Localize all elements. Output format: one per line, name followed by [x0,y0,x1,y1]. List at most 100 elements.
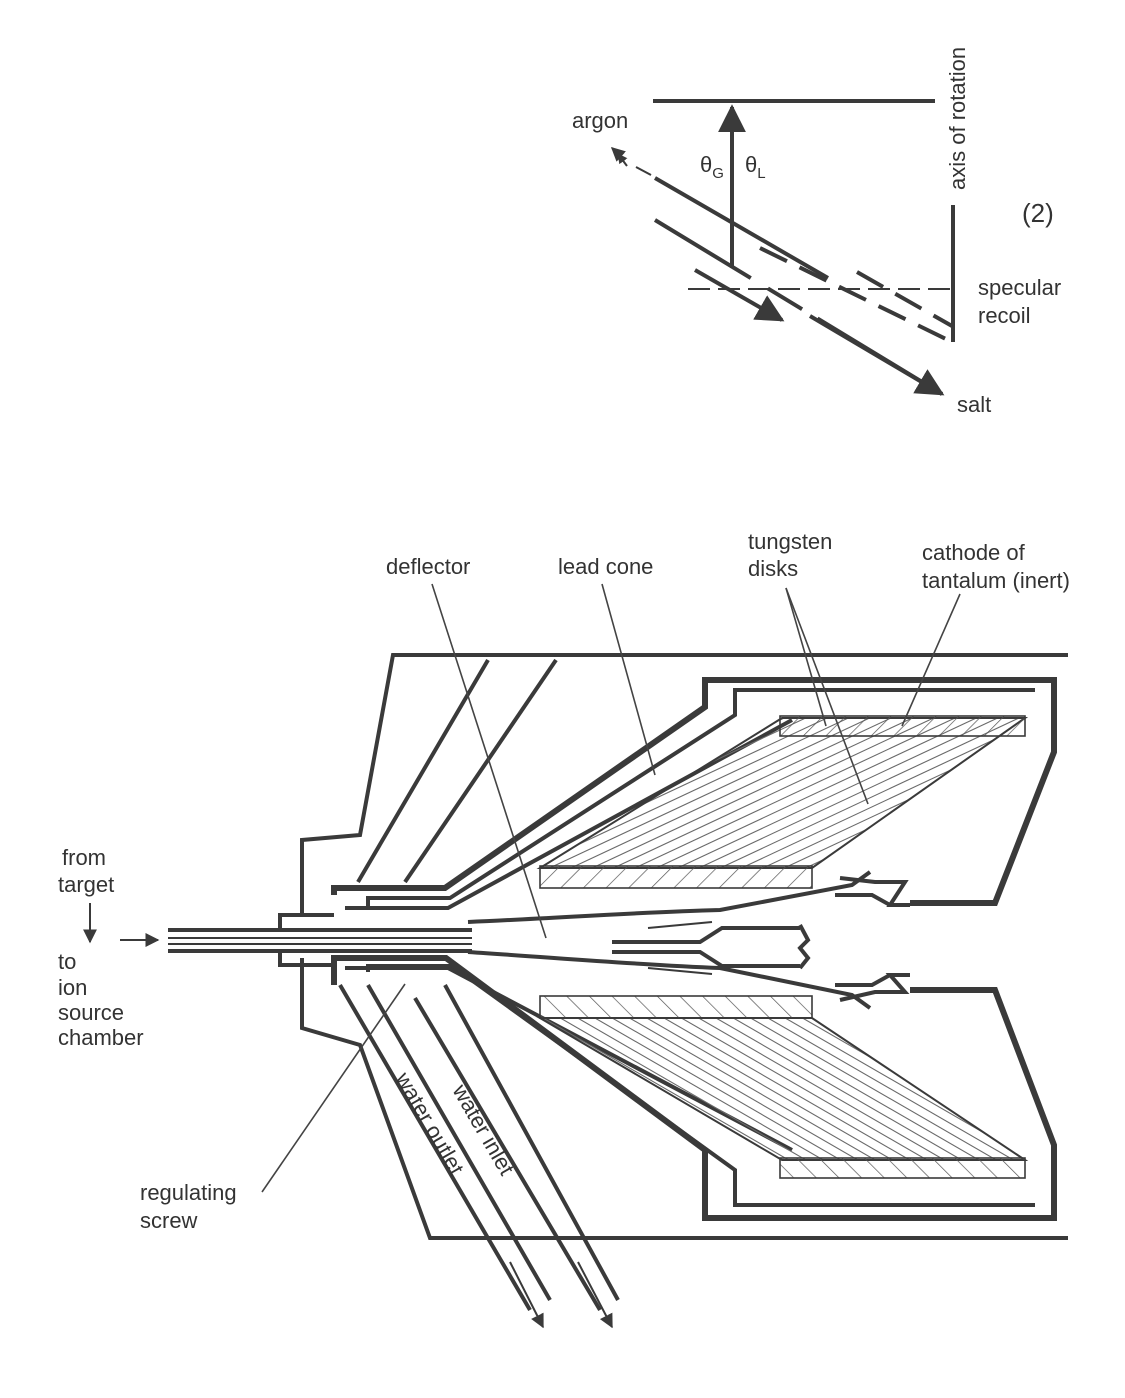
outer-housing-bottom [300,958,1068,1240]
recoil-arrow-line [694,268,785,322]
tungsten-disk-line [540,718,1025,868]
exit-fork-bottom-2 [835,973,891,987]
tungsten-disk-line [540,718,1025,868]
water-inlet-tube-outer [413,996,602,1312]
tungsten-disk-line [540,1018,1025,1160]
cathode-bar-top-left [539,865,813,889]
tungsten-leader-2 [785,587,869,805]
deflector-top-contour [467,870,872,924]
tungsten-disk-line [460,610,1100,980]
exit-fork-bottom [839,973,910,1002]
tungsten-disk-line [540,1018,1025,1160]
inner-liner-top [366,688,1035,910]
scattering-geometry-diagram: argon θG θL axis of rotation (2) specula… [572,47,1061,417]
exit-fork-top-2 [835,893,891,907]
argon-arrow-2 [617,153,628,167]
tungsten-disk-line [540,718,1025,868]
chamber-label: chamber [58,1025,144,1050]
cathode-label: cathode of [922,540,1026,565]
inner-chamber-bottom [331,955,1057,1221]
exit-port-right [797,924,811,970]
tungsten-disk-line [540,1018,1025,1160]
tungsten-disk-line [540,1018,1025,1160]
inner-chamber-top [331,677,1057,906]
cathode-bar-bottom-left [539,995,813,1019]
water-inlet-arrow [577,1261,613,1329]
tungsten-disk-line [460,630,1100,1000]
water-outlet-tube-inner [366,983,552,1302]
recoil-label: recoil [978,303,1031,328]
exit-channel-bottom [612,950,800,968]
regulating-screw-leader [261,983,406,1193]
tungsten-label: tungsten [748,529,832,554]
ion-source-cross-section: deflector lead cone tungsten disks catho… [58,529,1100,1329]
tungsten-disk-line [540,1018,1025,1160]
tungsten-disk-line [540,718,1025,868]
regulating-label: regulating [140,1180,237,1205]
screw-label: screw [140,1208,198,1233]
tungsten-disk-line [540,1018,1025,1160]
argon-label: argon [572,108,628,133]
exit-fork-top [839,876,910,907]
exit-channel-mid-bottom [647,967,713,975]
figure-number-label: (2) [1022,198,1054,228]
tungsten-disk-line [540,1018,1025,1160]
tungsten-disk-line [540,1018,1025,1160]
deflector-label: deflector [386,554,470,579]
deflector-leader [431,583,547,939]
water-outlet-arrow [509,1261,544,1329]
upper-diagonal-1 [356,658,490,884]
deflector-bottom-contour [467,950,872,1010]
lead-cone-label: lead cone [558,554,653,579]
exit-channel-top [612,926,800,944]
tungsten-disk-line [540,1018,1025,1160]
argon-beam-dash [635,166,652,176]
tungsten-disk-line [540,718,1025,868]
outer-housing-top [300,653,1068,915]
tungsten-disk-line [460,620,1100,990]
water-inlet-tube-inner [443,984,620,1301]
tungsten-disk-line [540,718,1025,868]
tungsten-disk-line [540,718,1025,751]
specular-label: specular [978,275,1061,300]
salt-beam-tail [808,314,945,396]
tungsten-stack-bottom-outline [536,1017,1029,1161]
water-outlet-tube-outer [338,983,532,1312]
cathode-leader [901,593,961,727]
to-label: to [58,949,76,974]
theta-l-label: θL [745,152,766,182]
tungsten-disk-line [540,718,1025,851]
tungsten-disk-line [540,1018,1025,1160]
tungsten-disk-line [540,718,1025,868]
upper-diagonal-2 [403,658,558,884]
tungsten-leader-1 [785,587,827,727]
tungsten-disk-line [540,1018,1025,1160]
inlet-flange-top [278,913,334,930]
tungsten-disk-line [540,718,1025,861]
tungsten-disk-line [540,718,1025,868]
axis-of-rotation-label: axis of rotation [945,47,970,190]
exit-channel-mid-top [647,921,713,929]
tungsten-disk-line [540,1018,1025,1160]
tungsten-disk-line [540,718,1025,761]
source-label: source [58,1000,124,1025]
argon-beam-line [653,176,830,280]
target-label: target [58,872,114,897]
inlet-flange-bottom [278,951,334,967]
tantalum-label: tantalum (inert) [922,568,1070,593]
tungsten-disk-line [540,739,1025,868]
lead-cone-bottom-outer [345,966,793,1152]
lead-cone-leader [601,583,656,776]
theta-g-label: θG [700,152,724,182]
cathode-bar-bottom-right [779,1157,1026,1179]
trace-dashed-2 [856,270,953,328]
ion-label: ion [58,975,87,1000]
salt-label: salt [957,392,991,417]
tungsten-disk-line [540,1018,1025,1160]
tungsten-disk-line [460,640,1100,1010]
disks-label: disks [748,556,798,581]
trace-dashed-1 [759,246,953,344]
tungsten-disk-line [540,718,1025,868]
from-label: from [62,845,106,870]
